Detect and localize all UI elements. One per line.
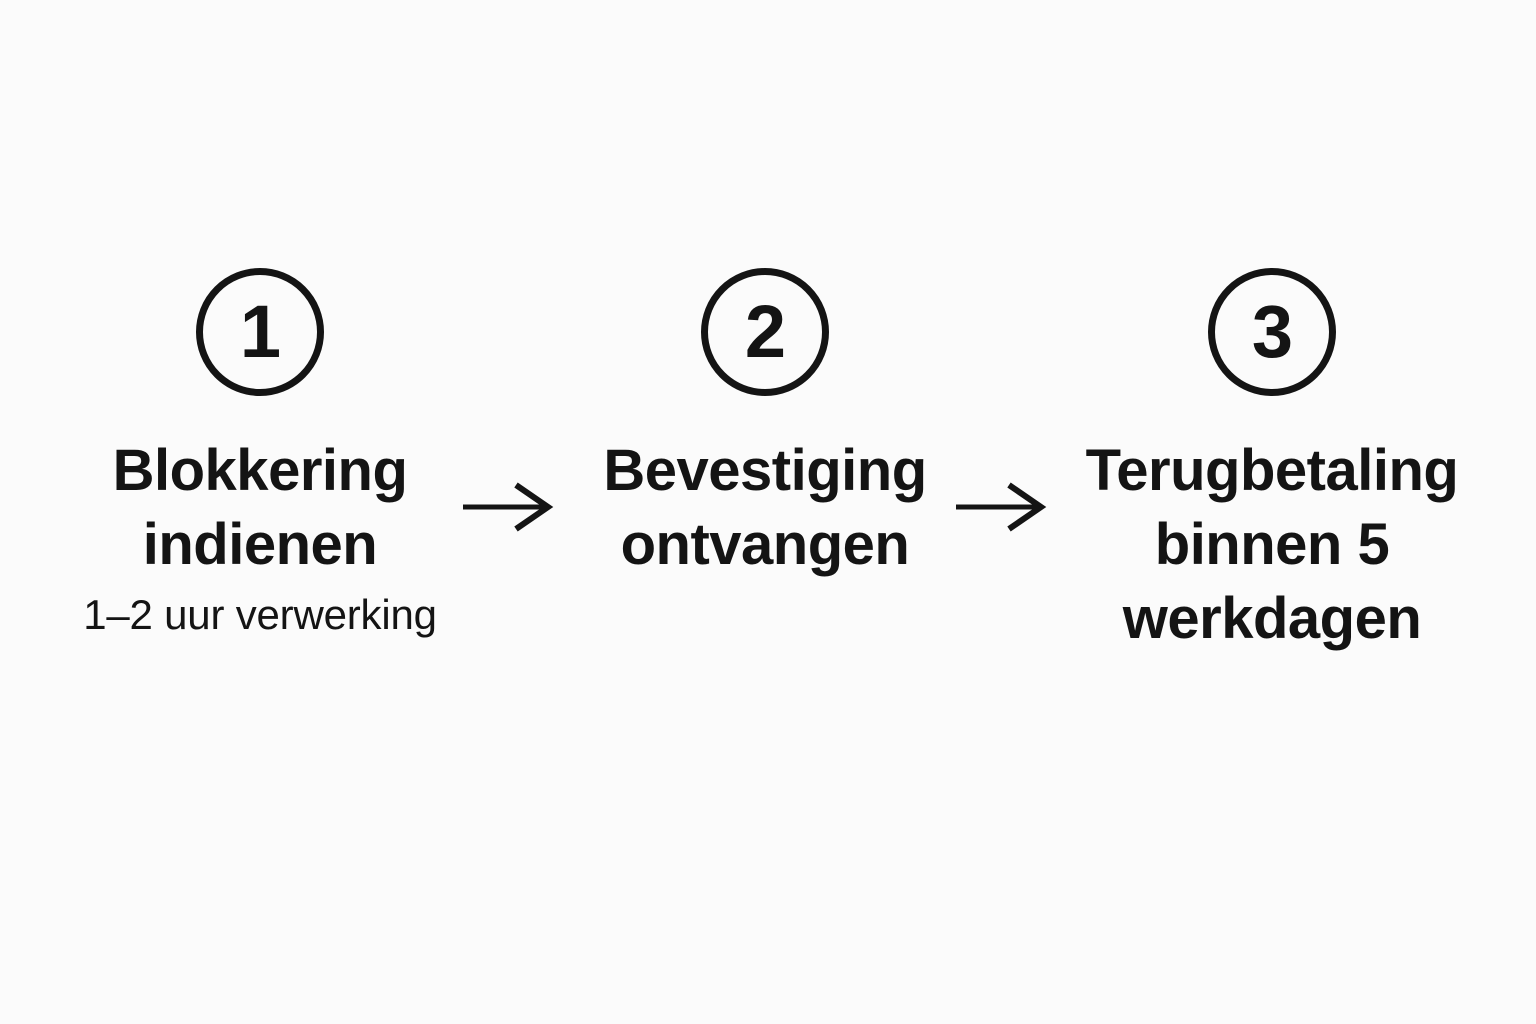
step-2-number-badge: 2 xyxy=(701,268,829,396)
step-3-number: 3 xyxy=(1251,290,1293,373)
step-2-number: 2 xyxy=(744,290,786,373)
step-1-title: Blokkering indienen xyxy=(112,438,408,577)
right-arrow-icon xyxy=(953,479,1049,535)
step-3-title: Terugbetaling binnen 5 werkdagen xyxy=(1085,438,1459,651)
step-1-number-badge: 1 xyxy=(196,268,324,396)
right-arrow-icon xyxy=(460,479,556,535)
step-3-number-badge: 3 xyxy=(1208,268,1336,396)
step-1-number: 1 xyxy=(239,290,281,373)
step-2-title: Bevestiging ontvangen xyxy=(603,438,927,577)
step-1: 1 Blokkering indienen 1–2 uur verwerking xyxy=(50,268,470,640)
step-3: 3 Terugbetaling binnen 5 werkdagen xyxy=(1062,268,1482,656)
step-2: 2 Bevestiging ontvangen xyxy=(555,268,975,582)
step-1-subtitle: 1–2 uur verwerking xyxy=(83,591,437,638)
